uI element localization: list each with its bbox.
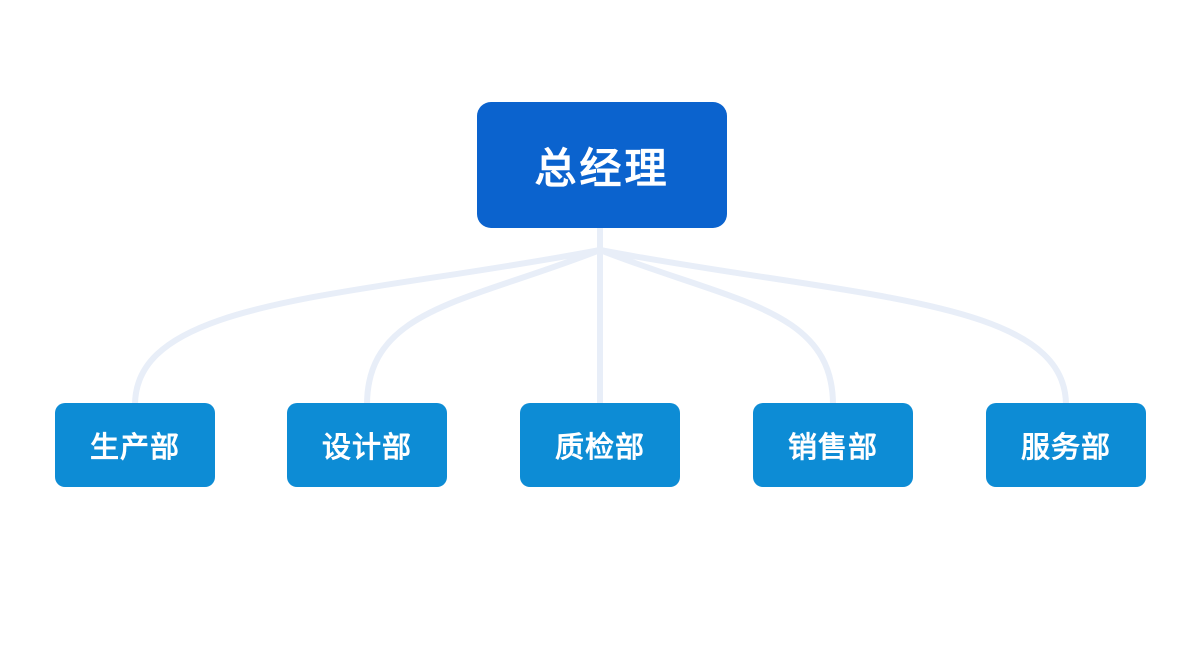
org-node-dept-service[interactable]: 服务部: [986, 403, 1146, 487]
org-node-dept-label: 销售部: [787, 432, 878, 464]
org-node-dept-quality[interactable]: 质检部: [520, 403, 680, 487]
org-node-dept-label: 设计部: [321, 432, 412, 464]
org-node-dept-label: 质检部: [554, 432, 645, 464]
connector-root-to-dept-3: [597, 247, 836, 408]
org-node-dept-label: 服务部: [1020, 432, 1111, 464]
connector-root-to-dept-1: [364, 247, 603, 408]
org-node-dept-label: 生产部: [89, 432, 180, 464]
org-node-root[interactable]: 总经理: [477, 102, 727, 228]
connector-root-to-dept-0: [132, 247, 603, 408]
org-node-dept-sales[interactable]: 销售部: [753, 403, 913, 487]
org-node-dept-production[interactable]: 生产部: [55, 403, 215, 487]
connector-root-to-dept-4: [597, 247, 1069, 408]
org-node-dept-design[interactable]: 设计部: [287, 403, 447, 487]
org-node-root-label: 总经理: [534, 144, 670, 192]
